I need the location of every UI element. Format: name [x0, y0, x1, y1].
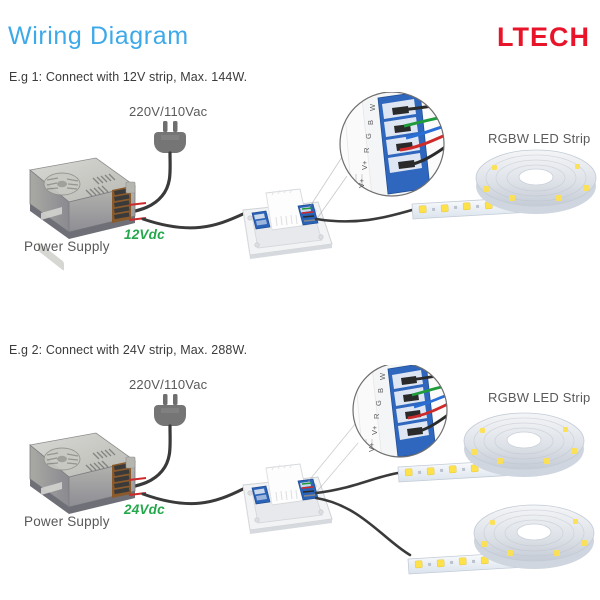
- magnifier-circle-icon: [339, 92, 445, 197]
- example-1-caption: E.g 1: Connect with 12V strip, Max. 144W…: [9, 70, 248, 84]
- terminal-label-vplus-1: V+: [367, 442, 376, 452]
- diagram-1-graphics: [29, 92, 597, 271]
- led-strip-reel-icon-1: [463, 412, 585, 477]
- controller-output-terminal: [297, 203, 319, 226]
- terminal-label-g: G: [374, 400, 383, 406]
- dc-output-label-2: 24Vdc: [124, 502, 165, 517]
- magnifier-circle-icon: [352, 365, 448, 458]
- terminal-label-group-2: W B G R V+ V+: [362, 373, 392, 452]
- ltech-logo: LTECH: [497, 22, 590, 52]
- terminal-label-vplus-2: V+: [360, 160, 369, 170]
- ac-input-label-2: 220V/110Vac: [129, 377, 208, 392]
- ac-plug-icon: [154, 394, 186, 426]
- terminal-label-b: B: [376, 387, 385, 393]
- power-supply-label-2: Power Supply: [24, 514, 110, 529]
- dc-supply-wire: [141, 212, 245, 230]
- diagram-example-2: 220V/110Vac 24Vdc Power Supply RGBW LED …: [0, 365, 600, 585]
- ac-input-wire: [129, 151, 172, 214]
- terminal-label-group-1: W B G R V+ V+: [352, 104, 382, 188]
- wall-controller-icon: [242, 463, 333, 534]
- magnifier-leader-1: [306, 422, 357, 484]
- ac-plug-icon: [154, 121, 186, 153]
- magnifier-leader-1: [308, 153, 345, 209]
- diagram-2-graphics: [29, 365, 595, 575]
- terminal-label-g: G: [364, 133, 373, 139]
- dc-output-label-1: 12Vdc: [124, 227, 165, 242]
- psu-positive-lead: [128, 477, 147, 481]
- led-strip-label-1: RGBW LED Strip: [488, 131, 591, 146]
- magnifier-leader-2: [313, 442, 359, 496]
- power-supply-icon: [29, 432, 136, 514]
- wall-controller-icon: [242, 188, 333, 259]
- terminal-label-w: W: [368, 103, 377, 111]
- terminal-label-b: B: [366, 119, 375, 125]
- ac-input-wire: [129, 424, 172, 489]
- example-2-caption: E.g 2: Connect with 24V strip, Max. 288W…: [9, 343, 248, 357]
- power-supply-label-1: Power Supply: [24, 239, 110, 254]
- controller-input-terminal: [251, 210, 271, 230]
- terminal-label-r: R: [362, 147, 371, 153]
- terminal-label-r: R: [372, 413, 381, 419]
- dc-supply-wire: [141, 487, 245, 506]
- controller-to-strip-wire-1: [314, 471, 400, 495]
- psu-positive-lead: [128, 202, 147, 206]
- magnifier-leader-2: [315, 175, 348, 221]
- diagram-example-1: 220V/110Vac 12Vdc Power Supply RGBW LED …: [0, 92, 600, 272]
- led-strip-reel-icon: [475, 149, 597, 214]
- led-strip-reel-icon-2: [473, 504, 595, 569]
- controller-input-terminal: [251, 485, 271, 505]
- controller-to-strip-wire-2: [314, 496, 412, 557]
- power-supply-icon: [29, 157, 136, 271]
- terminal-label-w: W: [378, 372, 387, 380]
- ac-input-label-1: 220V/110Vac: [129, 104, 208, 119]
- terminal-label-vplus-1: V+: [357, 178, 366, 188]
- controller-to-strip-wire: [314, 208, 414, 223]
- page-title: Wiring Diagram: [8, 22, 189, 50]
- terminal-label-vplus-2: V+: [370, 425, 379, 435]
- led-strip-label-2: RGBW LED Strip: [488, 390, 591, 405]
- controller-output-terminal: [297, 478, 319, 501]
